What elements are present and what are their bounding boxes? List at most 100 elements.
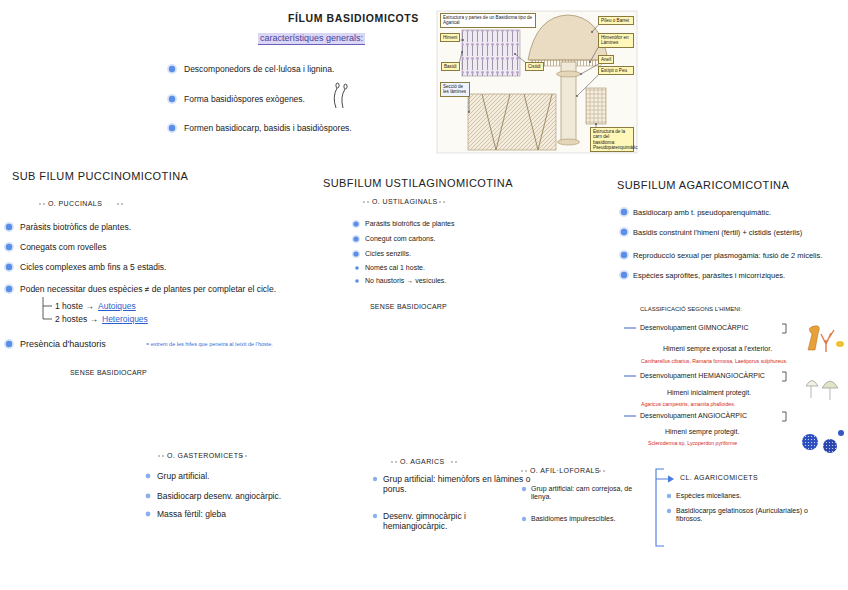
note-text: Basidis construint l'himeni (fèrtil) + c… [633, 228, 838, 237]
part-label: Estípit o Peu [601, 68, 631, 73]
note-text: 1 hoste → [55, 301, 94, 311]
note-text: Basidiomes impulrescibles. [531, 515, 615, 523]
title-dots [39, 201, 605, 472]
part-label-box: Secció de les làmines [440, 82, 470, 97]
part-label-box: Estructura de la carn del basidioma: Pse… [590, 127, 634, 152]
classification-dashes [624, 328, 636, 416]
part-label: Himeni [443, 35, 457, 40]
note-text: Forma basidiòspores exògenes. [184, 94, 305, 104]
note-text: Conegut com carbons. [365, 235, 435, 243]
leader-dot [580, 73, 582, 75]
leader-dot [462, 39, 464, 41]
note-text: = extrem de les hifes que penetra al tei… [146, 341, 273, 348]
part-label-box: Himenòfor en Làmines [598, 33, 634, 48]
note-text: Basidiocarp amb t. pseudoparenquimàtic. [633, 208, 771, 217]
part-label-box: Basidi [441, 62, 460, 71]
note-text: O. GASTEROMICETS [167, 452, 243, 460]
bullet-dots [4, 64, 671, 521]
part-label: Secció de les làmines [443, 84, 467, 95]
note-text: O. AGARICS [400, 458, 444, 466]
note-text: SUBFILUM AGARICOMICOTINA [617, 179, 789, 192]
leader-dot [514, 53, 516, 55]
note-text: Grup artificial. [157, 471, 209, 481]
note-text: O. PUCCINALS [48, 200, 102, 208]
leader-line [581, 64, 598, 74]
note-text: Himeni sempre protegit. [665, 428, 739, 436]
part-label: Píleu o Barret [601, 18, 631, 23]
note-text: Paràsits biotròfics de plantes [365, 220, 455, 228]
figure-caption-box: Estructura y partes de un Basidioma tipo… [440, 13, 536, 28]
leader-line [515, 54, 525, 62]
note-text: Poden necessitar dues espècies ≠ de plan… [20, 284, 276, 294]
note-text: Descomponedors de cel·lulosa i lignina. [184, 64, 334, 74]
note-text: SENSE BASIDIOCARP [70, 369, 147, 377]
note-text: Cantharellus cibarius, Ramaria formosa, … [641, 358, 787, 364]
note-text: Desenvolupament GIMNOCÀRPIC [640, 324, 749, 332]
note-text: SENSE BASIDIOCARP [370, 303, 447, 311]
part-label-box: Himeni [440, 33, 460, 42]
leader-line [592, 25, 598, 32]
leader-dot [591, 31, 593, 33]
note-text: Formen basidiocarp, basidis i basidiòspo… [184, 123, 352, 133]
leader-dot [461, 51, 463, 53]
note-text: Agaricus campestris, amanita phalloides. [641, 401, 735, 407]
leader-line [460, 40, 463, 41]
leader-dot [576, 95, 578, 97]
note-text: CL. AGARICOMICETS [680, 474, 758, 482]
part-label: Estructura y partes de un Basidioma tipo… [443, 15, 533, 26]
note-text: Cicles senzills. [365, 250, 411, 258]
part-label: Estructura de la carn del basidioma: Pse… [593, 129, 631, 150]
part-label-box: Píleu o Barret [598, 16, 634, 25]
note-text: O. USTILAGINALS [372, 198, 438, 206]
note-text: Himeni inicialment protegit. [667, 389, 751, 397]
note-text: SUB FILUM PUCCINOMICOTINA [12, 170, 188, 183]
leader-line [460, 52, 462, 62]
note-text: Desenv. gimnocàrpic i hemiangiocàrpic. [383, 511, 493, 531]
part-label: Anell [601, 57, 611, 62]
note-text: Grup artificial: himenòfors en làmines o… [383, 474, 533, 494]
leader-dot [468, 111, 470, 113]
page-title: FÍLUM BASIDIOMICOTS [288, 12, 419, 25]
leader-line [590, 48, 598, 62]
note-text: Scleroderma sp, Lycoperdon pyriforme [648, 440, 737, 446]
note-text: Desenvolupament HEMIANGIOCÀRPIC [640, 372, 765, 380]
note-text: O. AFIL·LOFORALS [530, 467, 600, 475]
species-thumbnails [802, 326, 844, 453]
note-text: Heteroiques [102, 314, 148, 324]
note-text: Cicles complexes amb fins a 5 estadis. [20, 262, 166, 272]
note-text: Himeni sempre exposat a l'exterior. [663, 345, 772, 353]
leader-dot [589, 61, 591, 63]
part-label: Basidi [444, 64, 457, 69]
part-label: Cistidi [528, 64, 541, 69]
note-text: No haustoris → vesícules. [365, 277, 446, 285]
leader-dot [595, 123, 597, 125]
note-text: Massa fèrtil: gleba [157, 509, 226, 519]
note-text: 2 hostes → [55, 314, 98, 324]
note-text: Basidiocarp desenv. angiocàrpic. [157, 491, 281, 501]
note-text: Presència d'haustoris [20, 339, 106, 350]
note-text: Conegats com rovelles [20, 242, 106, 252]
group-bracket [656, 469, 673, 546]
spore-icon [334, 83, 347, 108]
note-text: CLASSIFICACIÓ SEGONS L'HIMENI: [640, 306, 742, 313]
brackets [782, 324, 786, 421]
note-text: Desenvolupament ANGIOCÀRPIC [640, 412, 747, 420]
part-label: Himenòfor en Làmines [601, 35, 631, 46]
note-text: SUBFILUM USTILAGINOMICOTINA [323, 177, 513, 190]
leader-line [577, 75, 598, 96]
branch-arrows [43, 297, 52, 319]
leader-line [469, 97, 470, 112]
note-text: Només cal 1 hoste. [365, 264, 425, 272]
mushroom-illustration [437, 11, 637, 153]
part-label-box: Estípit o Peu [598, 66, 634, 75]
note-text: Reproducció sexual per plasmogàmia: fusi… [633, 251, 838, 260]
note-text: Paràsits biotròfics de plantes. [20, 222, 131, 232]
note-text: característiques generals: [258, 33, 365, 45]
note-text: Basidiocarps gelatinosos (Auriculariales… [676, 507, 836, 524]
note-text: Espècies micelianes. [676, 492, 741, 500]
note-text: Espècies sapròfites, paràsites i micorrí… [633, 271, 785, 280]
note-text: Autoiques [98, 301, 136, 311]
